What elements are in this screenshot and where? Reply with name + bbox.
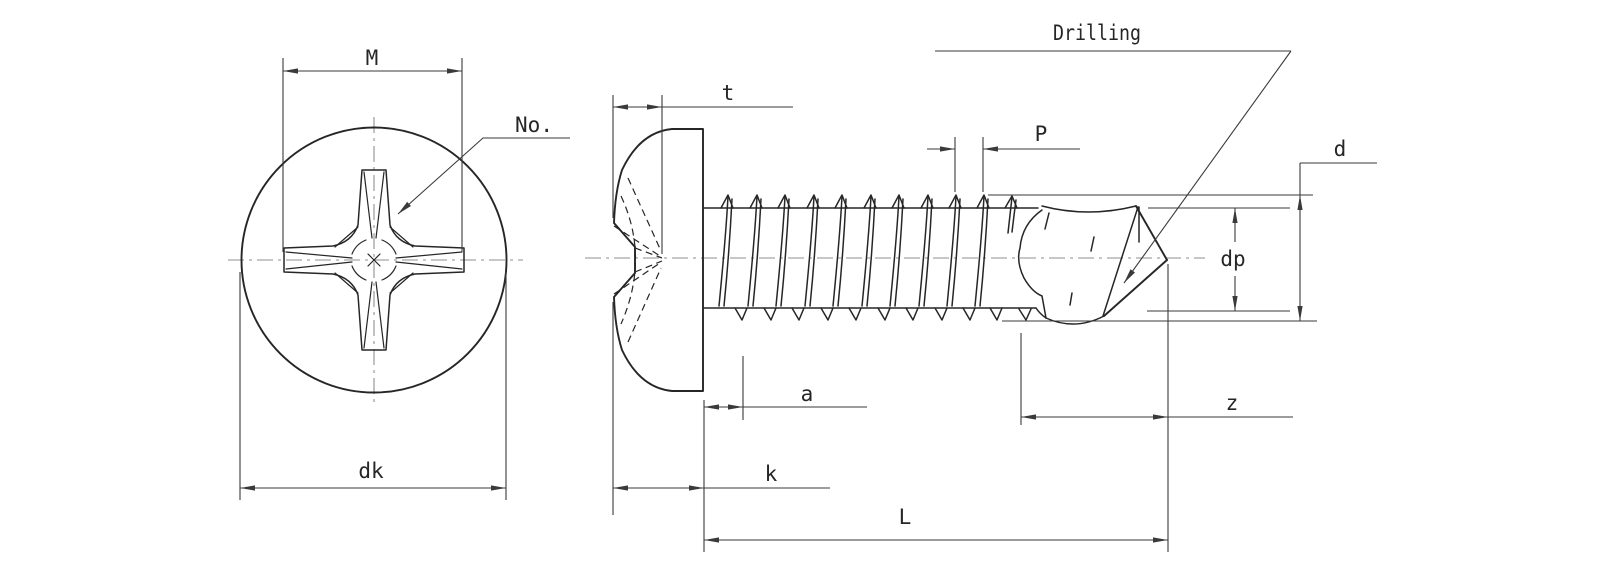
dim-label-d: d [1334, 137, 1347, 161]
dim-label-P: P [1035, 122, 1048, 146]
dimension-k [612, 302, 830, 552]
dimension-P [927, 137, 1080, 192]
head-outline-circle [240, 126, 508, 394]
dim-label-drilling: Drilling [1053, 21, 1141, 45]
phillips-recess-inner-wedges [285, 171, 463, 349]
leader-drilling [935, 50, 1292, 284]
dimension-z [1020, 264, 1293, 552]
dim-label-dp: dp [1220, 247, 1245, 271]
dim-label-a: a [801, 382, 814, 406]
leader-recess-number [397, 137, 570, 215]
dim-label-L: L [899, 505, 912, 529]
side-view-screw [613, 128, 1168, 392]
dim-label-t: t [722, 81, 735, 105]
phillips-recess-chamfers [334, 226, 414, 294]
front-view-head [240, 126, 508, 394]
dimension-a [704, 356, 867, 420]
dimension-t [612, 95, 793, 254]
dimension-L [704, 537, 1168, 543]
centerlines [228, 117, 1205, 405]
phillips-recess-center-detail [351, 239, 397, 281]
dim-label-k: k [765, 462, 778, 486]
dimension-labels: M No. dk t P Drilling d dp z a k L [358, 21, 1346, 529]
thread-crests [718, 194, 1003, 321]
head-profile [613, 128, 704, 392]
dimension-M [282, 58, 463, 252]
hidden-recess-lines [613, 177, 663, 343]
dimension-dk [239, 272, 507, 500]
dim-label-dk: dk [358, 459, 384, 483]
dim-label-M: M [366, 46, 379, 70]
dim-label-No: No. [515, 113, 553, 137]
drill-point [1004, 195, 1168, 325]
dimension-lines [239, 50, 1377, 552]
dimension-dp [1147, 207, 1290, 312]
dimension-d [988, 162, 1377, 322]
dim-label-z: z [1226, 391, 1239, 415]
